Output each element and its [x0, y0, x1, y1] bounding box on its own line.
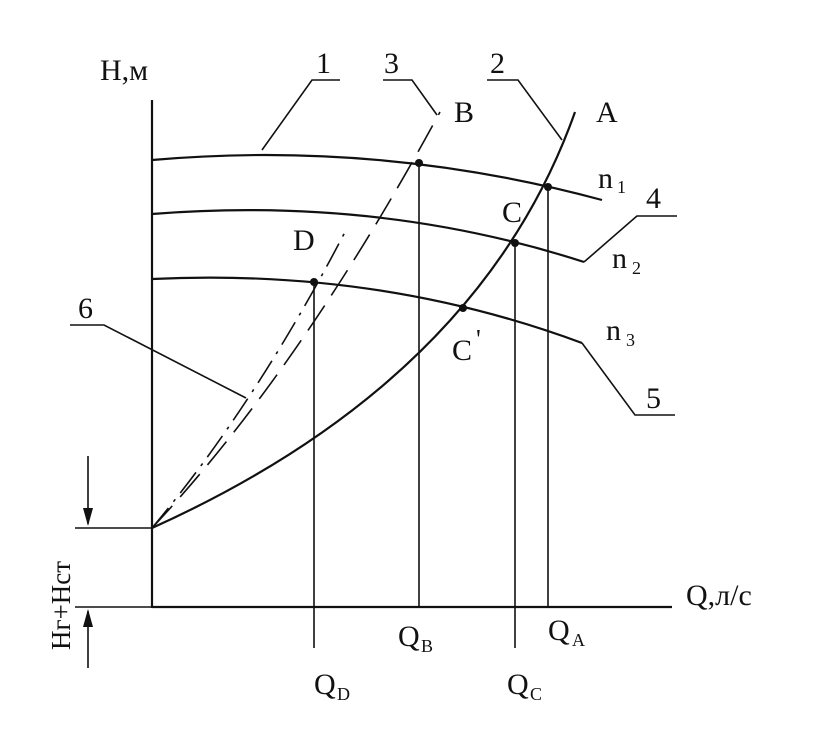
- leader-1: [261, 79, 340, 151]
- flow-label-qd: Q: [314, 668, 336, 701]
- flow-label-qa: Q: [548, 614, 570, 647]
- pump-curve-n1: [151, 153, 603, 202]
- speed-index-n3: 3: [626, 330, 635, 350]
- point-label-a: A: [596, 96, 618, 129]
- pump-curve-n2: [151, 209, 585, 264]
- leader-2: [487, 79, 563, 141]
- static-head-arrow-up: [83, 609, 93, 627]
- y-axis-label: H,м: [100, 54, 148, 87]
- similarity-parabola-6: [151, 231, 346, 529]
- flow-label-qc: Q: [507, 668, 529, 701]
- flow-index-qd: D: [337, 684, 350, 704]
- system-curve: [151, 111, 577, 530]
- curve-number-4: 4: [646, 182, 661, 215]
- flow-index-qb: B: [421, 636, 433, 656]
- leader-5: [581, 342, 675, 416]
- static-head-arrow-down: [83, 508, 93, 526]
- static-head-label: Hг+Hст: [46, 561, 76, 650]
- leader-4: [583, 215, 677, 263]
- flow-index-qa: A: [572, 630, 585, 650]
- point-c-prime-marker: [459, 304, 467, 312]
- point-label-c-prime: C: [452, 334, 472, 367]
- point-a-marker: [544, 183, 552, 191]
- speed-index-n1: 1: [617, 177, 626, 197]
- point-label-c-prime-mark: ': [476, 324, 481, 354]
- point-label-d: D: [293, 224, 315, 257]
- curve-number-1: 1: [316, 47, 331, 80]
- point-d-marker: [310, 278, 318, 286]
- speed-label-n3: n: [606, 314, 621, 347]
- speed-index-n2: 2: [632, 258, 641, 278]
- leader-6: [70, 324, 247, 399]
- leader-3: [383, 79, 438, 116]
- similarity-parabola-3: [151, 111, 441, 529]
- curve-number-5: 5: [646, 382, 661, 415]
- pump-curve-n3: [151, 276, 583, 345]
- curve-number-2: 2: [490, 47, 505, 80]
- flow-index-qc: C: [530, 684, 542, 704]
- point-label-b: B: [454, 96, 474, 129]
- x-axis-label: Q,л/с: [686, 579, 752, 612]
- point-label-c: C: [502, 196, 522, 229]
- speed-label-n1: n: [598, 162, 613, 195]
- curve-number-3: 3: [384, 47, 399, 80]
- flow-label-qb: Q: [398, 620, 420, 653]
- point-c-marker: [511, 239, 519, 247]
- speed-label-n2: n: [612, 242, 627, 275]
- point-b-marker: [415, 159, 423, 167]
- curve-number-6: 6: [78, 292, 93, 325]
